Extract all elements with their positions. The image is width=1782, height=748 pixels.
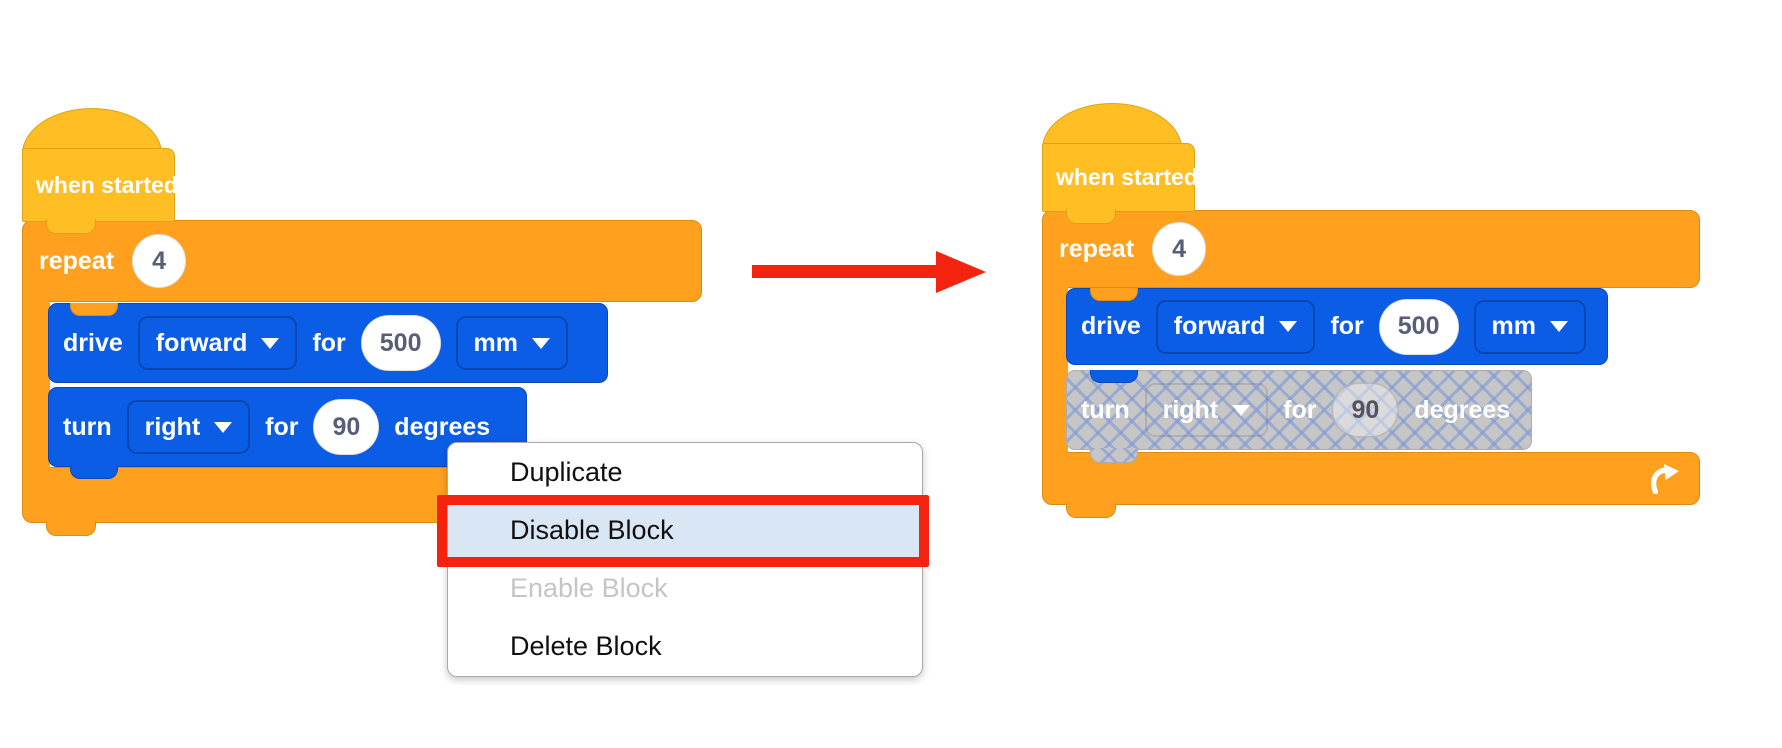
drive-unit-dropdown[interactable]: mm: [1473, 299, 1586, 354]
degrees-label: degrees: [394, 412, 491, 441]
for-label: for: [312, 328, 346, 357]
turn-bottom-tab-right: [1090, 448, 1138, 463]
drive-direction-value: forward: [1173, 312, 1266, 340]
repeat-block-right[interactable]: repeat 4: [1042, 210, 1700, 288]
turn-angle-input[interactable]: 90: [1331, 382, 1400, 438]
when-started-block-left[interactable]: when started: [22, 148, 178, 222]
menu-item-duplicate[interactable]: Duplicate: [510, 456, 623, 487]
when-started-block-right[interactable]: when started: [1042, 143, 1198, 212]
drive-direction-dropdown[interactable]: forward: [137, 316, 298, 370]
notch-tab: [1090, 288, 1138, 301]
repeat-arm-right[interactable]: [1042, 452, 1700, 505]
repeat-bottom-tab-left: [46, 521, 96, 536]
dropdown-arrow-icon: [1232, 404, 1251, 416]
menu-item-disable-block[interactable]: Disable Block: [448, 501, 922, 560]
turn-block-right-disabled[interactable]: turn right for 90 degrees: [1066, 370, 1532, 450]
repeat-count-input[interactable]: 4: [1152, 222, 1207, 276]
turn-direction-dropdown[interactable]: right: [1144, 383, 1269, 437]
menu-item-delete-block[interactable]: Delete Block: [510, 631, 662, 662]
drive-label: drive: [63, 328, 123, 357]
when-started-label: when started: [1056, 164, 1198, 190]
turn-label: turn: [63, 412, 112, 441]
turn-direction-dropdown[interactable]: right: [126, 400, 251, 454]
loop-arrow-icon: [1651, 464, 1679, 494]
transition-arrow-shaft: [752, 265, 942, 278]
hat-bottom-tab-left: [46, 219, 96, 234]
drive-unit-dropdown[interactable]: mm: [455, 316, 568, 370]
for-label: for: [1330, 312, 1364, 340]
turn-direction-value: right: [1162, 395, 1219, 424]
context-menu: Duplicate Disable Block Enable Block Del…: [447, 442, 923, 677]
repeat-bottom-tab-right: [1066, 503, 1116, 518]
dropdown-arrow-icon: [1279, 321, 1298, 332]
dropdown-arrow-icon: [214, 421, 233, 433]
turn-direction-value: right: [144, 412, 201, 441]
drive-distance-input[interactable]: 500: [360, 315, 441, 371]
menu-item-enable-block: Enable Block: [510, 573, 668, 604]
drive-bottom-tab-right: [1090, 370, 1138, 383]
notch-tab: [70, 303, 118, 316]
repeat-label: repeat: [39, 246, 115, 275]
drive-distance-input[interactable]: 500: [1378, 298, 1459, 355]
repeat-count-input[interactable]: 4: [132, 234, 187, 288]
repeat-spine-left: [22, 300, 50, 470]
repeat-block-left[interactable]: repeat 4: [22, 220, 702, 302]
degrees-label: degrees: [1414, 395, 1511, 424]
turn-bottom-tab-left: [70, 465, 118, 479]
drive-direction-dropdown[interactable]: forward: [1155, 299, 1316, 354]
drive-unit-value: mm: [1491, 312, 1536, 340]
drive-block-right[interactable]: drive forward for 500 mm: [1066, 288, 1608, 365]
dropdown-arrow-icon: [1549, 321, 1568, 332]
drive-direction-value: forward: [155, 328, 248, 357]
turn-block-left[interactable]: turn right for 90 degrees: [48, 387, 527, 467]
turn-label: turn: [1081, 395, 1130, 424]
drive-block-left[interactable]: drive forward for 500 mm: [48, 303, 608, 383]
drive-unit-value: mm: [473, 328, 518, 357]
repeat-spine-right: [1042, 286, 1068, 456]
drive-label: drive: [1081, 312, 1141, 340]
dropdown-arrow-icon: [261, 337, 280, 349]
repeat-label: repeat: [1059, 234, 1135, 263]
for-label: for: [265, 412, 299, 441]
hat-bottom-tab-right: [1066, 209, 1116, 224]
when-started-label: when started: [36, 171, 178, 198]
transition-arrow-head: [936, 250, 986, 293]
for-label: for: [1283, 395, 1317, 424]
dropdown-arrow-icon: [531, 337, 550, 349]
turn-angle-input[interactable]: 90: [313, 399, 380, 455]
